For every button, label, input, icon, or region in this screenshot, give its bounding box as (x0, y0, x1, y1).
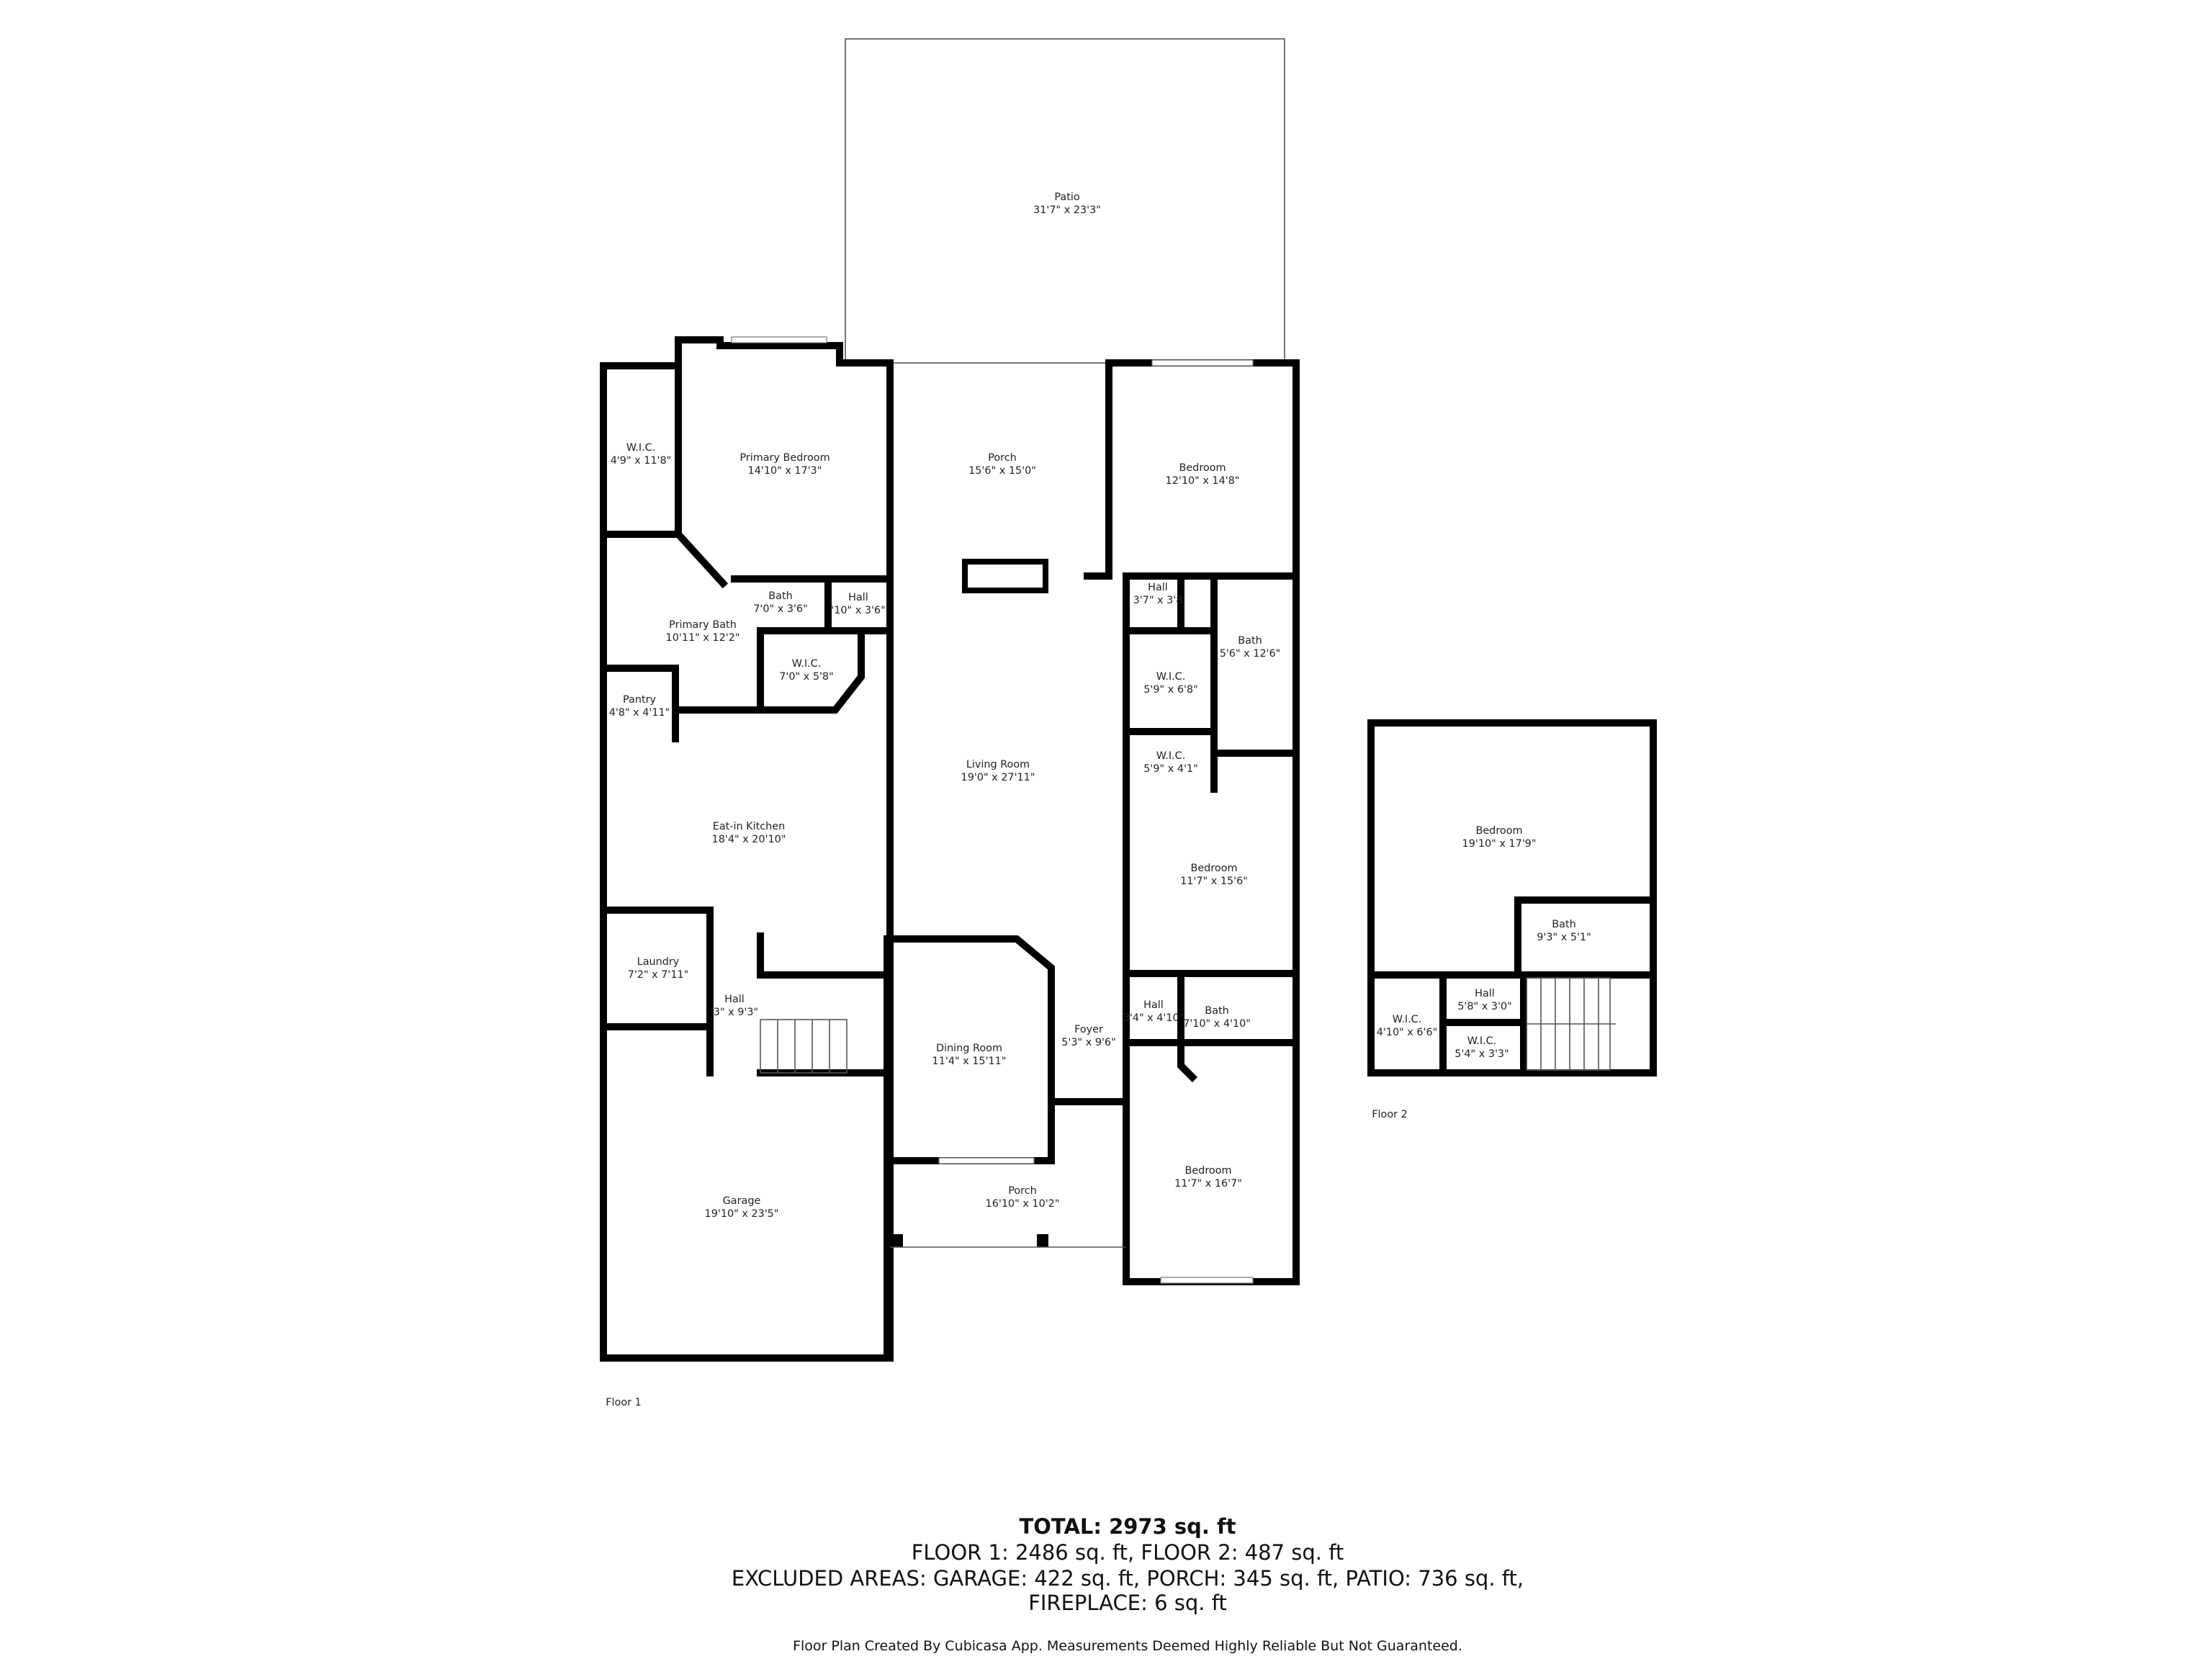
room-dims: 4'9" x 11'8" (611, 455, 672, 467)
fireplace (962, 559, 1048, 593)
room-name: Hall (1148, 582, 1168, 593)
area-summary: TOTAL: 2973 sq. ft FLOOR 1: 2486 sq. ft,… (732, 1514, 1524, 1654)
porch-column (1037, 1234, 1048, 1247)
floor2-room-labels: Bedroom 19'10" x 17'9" Bath 9'3" x 5'1" … (1372, 825, 1591, 1120)
room-name: W.I.C. (626, 442, 656, 454)
window (1151, 359, 1254, 367)
room-dims: 5'6" x 12'6" (1220, 648, 1281, 660)
floor1-label: Floor 1 (606, 1397, 642, 1408)
room-dims: 16'10" x 10'2" (986, 1198, 1060, 1210)
room-dims: 15'6" x 15'0" (968, 465, 1036, 477)
room-name: Pantry (623, 694, 657, 706)
room-dims: 9'3" x 5'1" (1537, 932, 1591, 943)
room-name: Garage (723, 1195, 761, 1207)
patio-outline (845, 38, 1285, 364)
room-name: Foyer (1074, 1024, 1103, 1035)
room-name: Bedroom (1475, 825, 1522, 837)
room-name: W.I.C. (1393, 1014, 1422, 1025)
room-dims: 11'7" x 15'6" (1180, 876, 1248, 887)
room-name: Porch (988, 452, 1017, 464)
room-dims: 7'0" x 3'6" (753, 603, 807, 615)
room-dims: 18'4" x 20'10" (712, 834, 786, 845)
window (938, 1157, 1035, 1164)
room-name: Bedroom (1184, 1165, 1231, 1177)
room-name: Bath (1238, 635, 1262, 647)
fireplace-area: FIREPLACE: 6 sq. ft (1028, 1591, 1227, 1615)
room-dims: 4'10" x 6'6" (1377, 1027, 1438, 1038)
room-name: W.I.C. (1156, 750, 1186, 762)
room-dims: 11'7" x 16'7" (1174, 1178, 1242, 1190)
room-dims: 12'10" x 14'8" (1166, 475, 1240, 487)
room-dims: 3'4" x 4'10" (1123, 1012, 1184, 1024)
porch-column (890, 1234, 903, 1247)
room-dims: 5'3" x 9'6" (1061, 1037, 1115, 1048)
room-dims: 19'10" x 23'5" (705, 1208, 779, 1220)
room-name: Patio (1054, 192, 1079, 203)
room-dims: 19'0" x 27'11" (961, 772, 1035, 783)
stairs (760, 1019, 848, 1074)
room-dims: 5'9" x 6'8" (1143, 684, 1197, 696)
room-dims: 31'7" x 23'3" (1033, 204, 1101, 216)
room-name: Bath (1205, 1005, 1228, 1017)
room-name: Hall (724, 994, 745, 1005)
floor1-outer-walls (600, 336, 1300, 1362)
room-name: Primary Bath (669, 619, 737, 631)
window (1160, 1277, 1254, 1284)
room-name: Hall (1143, 999, 1164, 1011)
room-dims: 5'8" x 3'0" (1457, 1001, 1511, 1012)
room-name: Bath (768, 590, 792, 602)
room-dims: 7'2" x 7'11" (628, 969, 689, 981)
room-name: Living Room (966, 759, 1030, 770)
room-dims: 7'0" x 5'8" (779, 671, 833, 683)
room-name: Laundry (637, 956, 680, 968)
room-dims: '3" x 9'3" (711, 1007, 758, 1018)
room-name: Dining Room (936, 1043, 1002, 1054)
total-area: TOTAL: 2973 sq. ft (1019, 1514, 1236, 1539)
room-dims: '10" x 3'6" (831, 605, 885, 616)
room-name: Hall (1475, 988, 1495, 999)
room-dims: 10'11" x 12'2" (666, 632, 740, 644)
disclaimer: Floor Plan Created By Cubicasa App. Meas… (793, 1638, 1462, 1654)
room-dims: 19'10" x 17'9" (1462, 838, 1537, 850)
floor1-room-labels: Patio 31'7" x 23'3" W.I.C. 4'9" x 11'8" … (606, 192, 1280, 1408)
room-dims: 5'9" x 4'1" (1143, 763, 1197, 775)
room-name: Bedroom (1190, 863, 1237, 874)
room-dims: 3'7" x 3'8 (1133, 595, 1183, 606)
floor2-label: Floor 2 (1372, 1109, 1408, 1120)
excluded-areas: EXCLUDED AREAS: GARAGE: 422 sq. ft, PORC… (732, 1566, 1524, 1591)
room-name: Primary Bedroom (739, 452, 830, 464)
room-name: W.I.C. (1156, 671, 1186, 683)
stairs (1526, 977, 1616, 1071)
room-name: Eat-in Kitchen (713, 821, 786, 832)
floor2-walls (1367, 719, 1657, 1076)
room-dims: 5'4" x 3'3" (1455, 1048, 1509, 1060)
room-dims: 14'10" x 17'3" (748, 465, 822, 477)
floor-areas: FLOOR 1: 2486 sq. ft, FLOOR 2: 487 sq. f… (912, 1540, 1344, 1565)
room-dims: 7'10" x 4'10" (1183, 1018, 1251, 1030)
room-dims: 4'8" x 4'11" (609, 707, 670, 719)
room-name: W.I.C. (1467, 1035, 1497, 1047)
room-name: Porch (1008, 1185, 1037, 1197)
room-name: Bath (1552, 919, 1575, 930)
room-name: W.I.C. (792, 658, 822, 670)
window (731, 336, 827, 343)
room-dims: 11'4" x 15'11" (932, 1056, 1007, 1067)
room-name: Bedroom (1179, 462, 1226, 474)
room-name: Hall (848, 592, 868, 603)
